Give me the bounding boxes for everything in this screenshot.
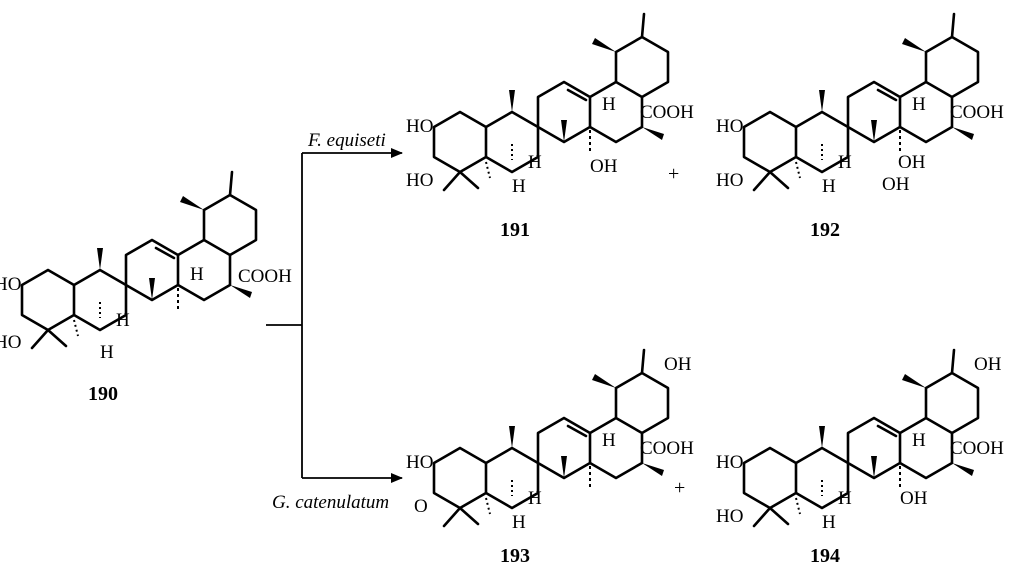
compound-number: 191 (500, 219, 530, 241)
hydroxyl-label: OH (900, 488, 928, 509)
hydroxyl-label: OH (664, 354, 692, 375)
hydroxyl-label: HO (0, 274, 21, 295)
hydroxyl-label: HO (0, 332, 21, 353)
hydroxyl-label: OH (882, 174, 910, 195)
plus-sign: + (674, 477, 685, 499)
hydrogen-label: H (912, 94, 926, 115)
hydroxyl-label: HO (716, 452, 743, 473)
hydrogen-label: H (190, 264, 204, 285)
hydrogen-label: H (528, 152, 542, 173)
compound-number: 194 (810, 545, 840, 567)
ketone-label: O (414, 496, 428, 517)
carboxylic-acid-label: COOH (640, 438, 694, 459)
organism-label-bottom: G. catenulatum (272, 492, 389, 513)
hydroxyl-label: OH (590, 156, 618, 177)
compound-number: 192 (810, 219, 840, 241)
carboxylic-acid-label: COOH (238, 266, 292, 287)
structure-193: HO O H H H COOH OH (406, 348, 694, 533)
hydroxyl-label: HO (716, 506, 743, 527)
carboxylic-acid-label: COOH (950, 102, 1004, 123)
carboxylic-acid-label: COOH (950, 438, 1004, 459)
hydrogen-label: H (512, 176, 526, 197)
hydrogen-label: H (912, 430, 926, 451)
hydroxyl-label: HO (406, 170, 433, 191)
structure-194: HO HO H H H COOH OH OH (716, 348, 1004, 533)
hydrogen-label: H (822, 176, 836, 197)
hydrogen-label: H (602, 94, 616, 115)
structure-190: HO HO H H H COOH (0, 170, 292, 363)
organism-label-top: F. equiseti (307, 130, 386, 151)
plus-sign: + (668, 163, 679, 185)
hydroxyl-label: HO (406, 116, 433, 137)
hydrogen-label: H (528, 488, 542, 509)
hydroxyl-label: HO (406, 452, 433, 473)
carboxylic-acid-label: COOH (640, 102, 694, 123)
structure-191: HO HO H H H COOH OH (406, 12, 694, 197)
hydroxyl-label: OH (898, 152, 926, 173)
hydrogen-label: H (512, 512, 526, 533)
hydroxyl-label: OH (974, 354, 1002, 375)
hydroxyl-label: HO (716, 116, 743, 137)
hydrogen-label: H (116, 310, 130, 331)
structure-192: HO HO H H H COOH OH OH (716, 12, 1004, 197)
hydrogen-label: H (602, 430, 616, 451)
hydrogen-label: H (100, 342, 114, 363)
compound-number: 190 (88, 383, 118, 405)
hydrogen-label: H (838, 152, 852, 173)
hydrogen-label: H (822, 512, 836, 533)
compound-number: 193 (500, 545, 530, 567)
hydroxyl-label: HO (716, 170, 743, 191)
reaction-arrows (266, 148, 403, 483)
hydrogen-label: H (838, 488, 852, 509)
